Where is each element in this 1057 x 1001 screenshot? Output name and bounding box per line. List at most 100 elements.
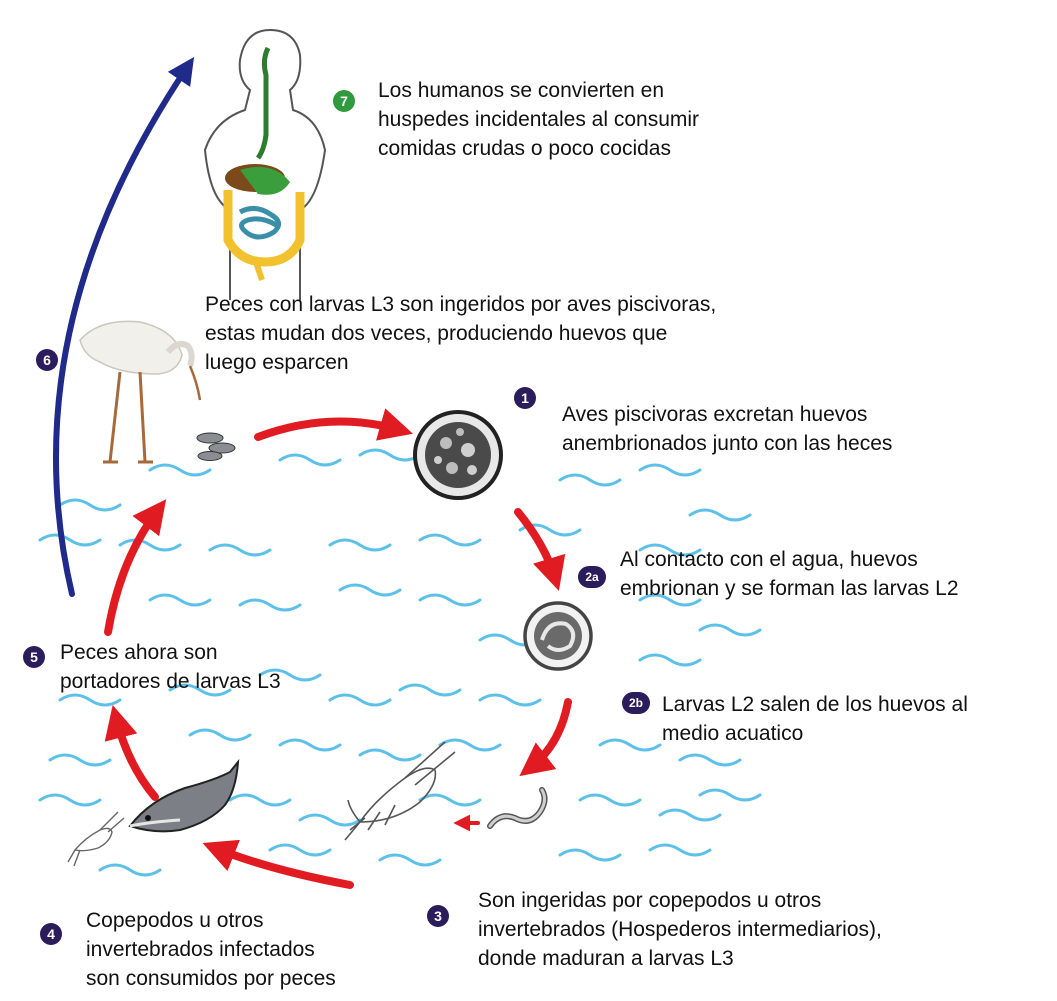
wave — [38, 533, 102, 547]
caption-line: donde maduran a larvas L3 — [478, 947, 734, 970]
wave — [478, 693, 542, 707]
arrow-portador-to-bird — [104, 499, 167, 636]
wave — [688, 508, 752, 522]
caption-line: Aves piscivoras excretan huevos — [562, 403, 868, 426]
copepod-icon — [344, 741, 456, 841]
wave — [698, 623, 762, 637]
wave — [438, 738, 502, 752]
wave — [38, 793, 102, 807]
wave — [638, 653, 702, 667]
wave — [358, 448, 422, 462]
wave — [148, 593, 212, 607]
water-waves — [38, 448, 762, 877]
small-fish-icon — [196, 432, 236, 461]
caption-line: Larvas L2 salen de los huevos al — [662, 693, 968, 716]
wave — [638, 543, 702, 557]
caption-step-3: Son ingeridas por copepodos u otros inve… — [478, 886, 882, 973]
wave — [398, 683, 462, 697]
caption-step-1: Aves piscivoras excretan huevos anembrio… — [562, 400, 892, 458]
wave — [208, 543, 272, 557]
wave — [278, 738, 342, 752]
copepod-icon — [67, 811, 125, 867]
arrow-fish-to-human — [53, 57, 195, 597]
arrow-bird-to-egg — [254, 408, 413, 441]
caption-step-6: Peces con larvas L3 son ingeridos por av… — [205, 290, 716, 377]
caption-line: invertebrados (Hospederos intermediarios… — [478, 918, 882, 941]
arrow-egg-to-embryonated — [514, 508, 566, 591]
wave — [638, 593, 702, 607]
step-badge-6: 6 — [36, 349, 58, 371]
wave — [558, 848, 622, 862]
arrow-fish-to-portador — [104, 704, 159, 801]
caption-line: huspedes incidentales al consumir — [378, 108, 700, 131]
embryonated-egg-icon — [523, 601, 593, 671]
step-badge-2b: 2b — [622, 692, 650, 714]
wave — [328, 693, 392, 707]
caption-line: estas mudan dos veces, produciendo huevo… — [205, 322, 668, 345]
wave — [58, 498, 122, 512]
wave — [418, 533, 482, 547]
step-badge-1: 1 — [514, 387, 536, 409]
step-badge-5: 5 — [23, 646, 45, 668]
wave — [578, 793, 642, 807]
human-digestive-system-icon — [203, 28, 327, 300]
caption-step-2b: Larvas L2 salen de los huevos al medio a… — [662, 690, 968, 748]
wave — [98, 863, 162, 877]
step-badge-7: 7 — [333, 90, 355, 112]
caption-step-4: Copepodos u otros invertebrados infectad… — [86, 906, 336, 993]
caption-line: Los humanos se convierten en — [378, 79, 665, 102]
caption-line: luego esparcen — [205, 351, 349, 374]
wave — [168, 683, 232, 697]
caption-line: medio acuatico — [662, 722, 804, 745]
caption-line: invertebrados infectados — [86, 938, 315, 961]
caption-step-5: Peces ahora son portadores de larvas L3 — [60, 638, 281, 696]
caption-line: Copepodos u otros — [86, 909, 264, 932]
caption-line: Son ingeridas por copepodos u otros — [478, 889, 822, 912]
wave — [648, 843, 712, 857]
caption-line: son consumidos por peces — [86, 967, 336, 990]
wave — [148, 463, 212, 477]
wave — [358, 748, 422, 762]
wave — [658, 808, 722, 822]
caption-line: embrionan y se forman las larvas L2 — [620, 577, 959, 600]
caption-line: Peces con larvas L3 son ingeridos por av… — [205, 293, 717, 316]
wave — [678, 753, 742, 767]
caption-step-7: Los humanos se convierten en huspedes in… — [378, 76, 699, 163]
wave — [58, 693, 122, 707]
wave — [228, 793, 292, 807]
arrow-embryonated-to-larva — [519, 698, 572, 777]
wave — [258, 668, 322, 682]
caption-line: anembrionados junto con las heces — [562, 432, 893, 455]
caption-step-2a: Al contacto con el agua, huevos embriona… — [620, 545, 959, 603]
bird-icon — [79, 320, 202, 464]
caption-line: Peces ahora son — [60, 641, 218, 664]
wave — [328, 538, 392, 552]
wave — [118, 538, 182, 552]
wave — [268, 843, 332, 857]
larva-icon — [487, 787, 548, 829]
step-badge-2a: 2a — [578, 566, 606, 588]
caption-line: Al contacto con el agua, huevos — [620, 548, 918, 571]
wave — [188, 728, 252, 742]
wave — [298, 813, 362, 827]
caption-line: portadores de larvas L3 — [60, 670, 281, 693]
egg-icon — [413, 410, 503, 500]
wave — [418, 593, 482, 607]
wave — [558, 473, 622, 487]
wave — [378, 853, 442, 867]
caption-line: comidas crudas o poco cocidas — [378, 137, 671, 160]
arrow-copepod-to-fish — [202, 839, 354, 889]
wave — [638, 463, 702, 477]
fish-icon — [128, 758, 240, 833]
wave — [418, 793, 482, 807]
wave — [338, 583, 402, 597]
wave — [238, 598, 302, 612]
wave — [48, 753, 112, 767]
wave — [278, 453, 342, 467]
wave — [698, 788, 762, 802]
step-badge-4: 4 — [40, 923, 62, 945]
step-badge-3: 3 — [427, 905, 449, 927]
wave — [598, 738, 662, 752]
cycle-arrows — [53, 57, 572, 889]
